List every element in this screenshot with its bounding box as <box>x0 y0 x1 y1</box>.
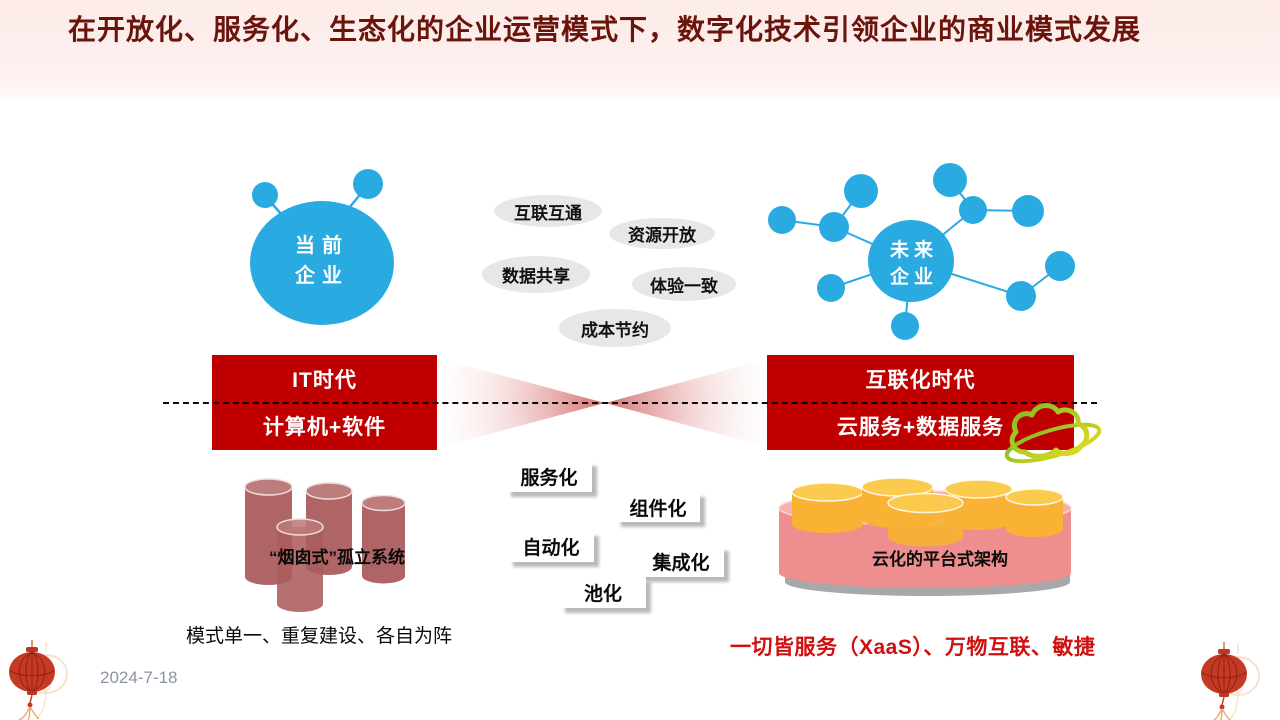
transformation-tag: 自动化 <box>508 531 594 562</box>
capability-pill: 数据共享 <box>482 256 590 293</box>
slide-date: 2024-7-18 <box>100 668 178 687</box>
cloud-platform-caption: 一切皆服务（XaaS）、万物互联、敏捷 <box>730 636 1096 659</box>
transformation-tag: 池化 <box>560 577 646 608</box>
lantern-icon <box>8 640 68 720</box>
legacy-system-overlay: “烟囱式”孤立系统 <box>269 548 405 567</box>
era-right-name: 互联化时代 <box>865 368 976 392</box>
current-enterprise-blob <box>250 169 394 325</box>
current-enterprise-label: 当前 企业 <box>252 231 392 291</box>
legacy-silo-cylinders <box>244 478 406 612</box>
capability-pill: 资源开放 <box>609 218 715 249</box>
transformation-tag: 服务化 <box>506 461 592 492</box>
future-enterprise-line1: 未来 <box>889 240 938 261</box>
cloud-platform-graphic <box>778 477 1072 596</box>
capability-pill: 互联互通 <box>494 195 602 227</box>
capability-pill: 体验一致 <box>632 267 736 301</box>
lantern-icon <box>1200 642 1260 720</box>
timeline-dashed-line <box>163 402 1097 404</box>
transformation-tag: 集成化 <box>638 546 724 577</box>
slide-title: 在开放化、服务化、生态化的企业运营模式下，数字化技术引领企业的商业模式发展 <box>68 13 1142 46</box>
era-left-name: IT时代 <box>292 368 357 392</box>
transformation-tag: 组件化 <box>616 492 700 522</box>
future-enterprise-line2: 企业 <box>889 267 938 288</box>
cloud-orbit-icon <box>1004 403 1102 464</box>
current-enterprise-line2: 企业 <box>295 265 349 287</box>
current-enterprise-line1: 当前 <box>295 235 349 257</box>
legacy-system-caption: 模式单一、重复建设、各自为阵 <box>186 626 453 647</box>
capability-pill: 成本节约 <box>559 309 671 347</box>
cloud-platform-overlay: 云化的平台式架构 <box>872 550 1008 569</box>
future-enterprise-network <box>768 163 1075 340</box>
header-band <box>0 0 1280 102</box>
era-right-stack: 云服务+数据服务 <box>836 416 1005 440</box>
era-left-stack: 计算机+软件 <box>262 416 387 440</box>
future-enterprise-label: 未来 企业 <box>858 237 970 291</box>
